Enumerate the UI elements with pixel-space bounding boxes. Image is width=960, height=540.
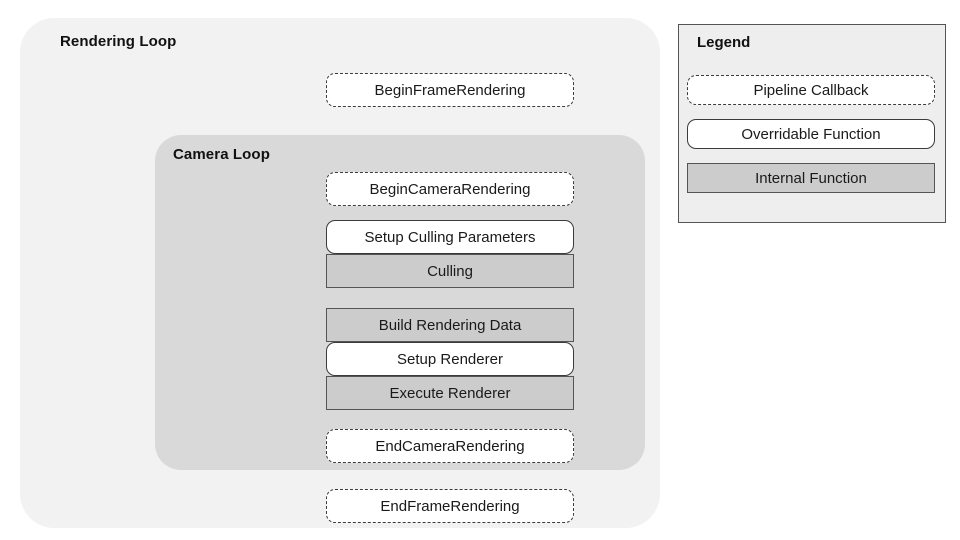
node-end-camera-rendering[interactable]: EndCameraRendering [326, 429, 574, 463]
node-end-frame-rendering[interactable]: EndFrameRendering [326, 489, 574, 523]
legend-item-internal-function: Internal Function [687, 163, 935, 193]
node-begin-frame-rendering[interactable]: BeginFrameRendering [326, 73, 574, 107]
camera-loop-title: Camera Loop [173, 146, 270, 163]
node-begin-camera-rendering[interactable]: BeginCameraRendering [326, 172, 574, 206]
node-setup-culling-parameters[interactable]: Setup Culling Parameters [326, 220, 574, 254]
legend-item-pipeline-callback: Pipeline Callback [687, 75, 935, 105]
node-culling[interactable]: Culling [326, 254, 574, 288]
node-build-rendering-data[interactable]: Build Rendering Data [326, 308, 574, 342]
rendering-loop-title: Rendering Loop [60, 33, 177, 50]
legend-title: Legend [697, 34, 751, 51]
node-setup-renderer[interactable]: Setup Renderer [326, 342, 574, 376]
legend-item-overridable-function: Overridable Function [687, 119, 935, 149]
node-execute-renderer[interactable]: Execute Renderer [326, 376, 574, 410]
